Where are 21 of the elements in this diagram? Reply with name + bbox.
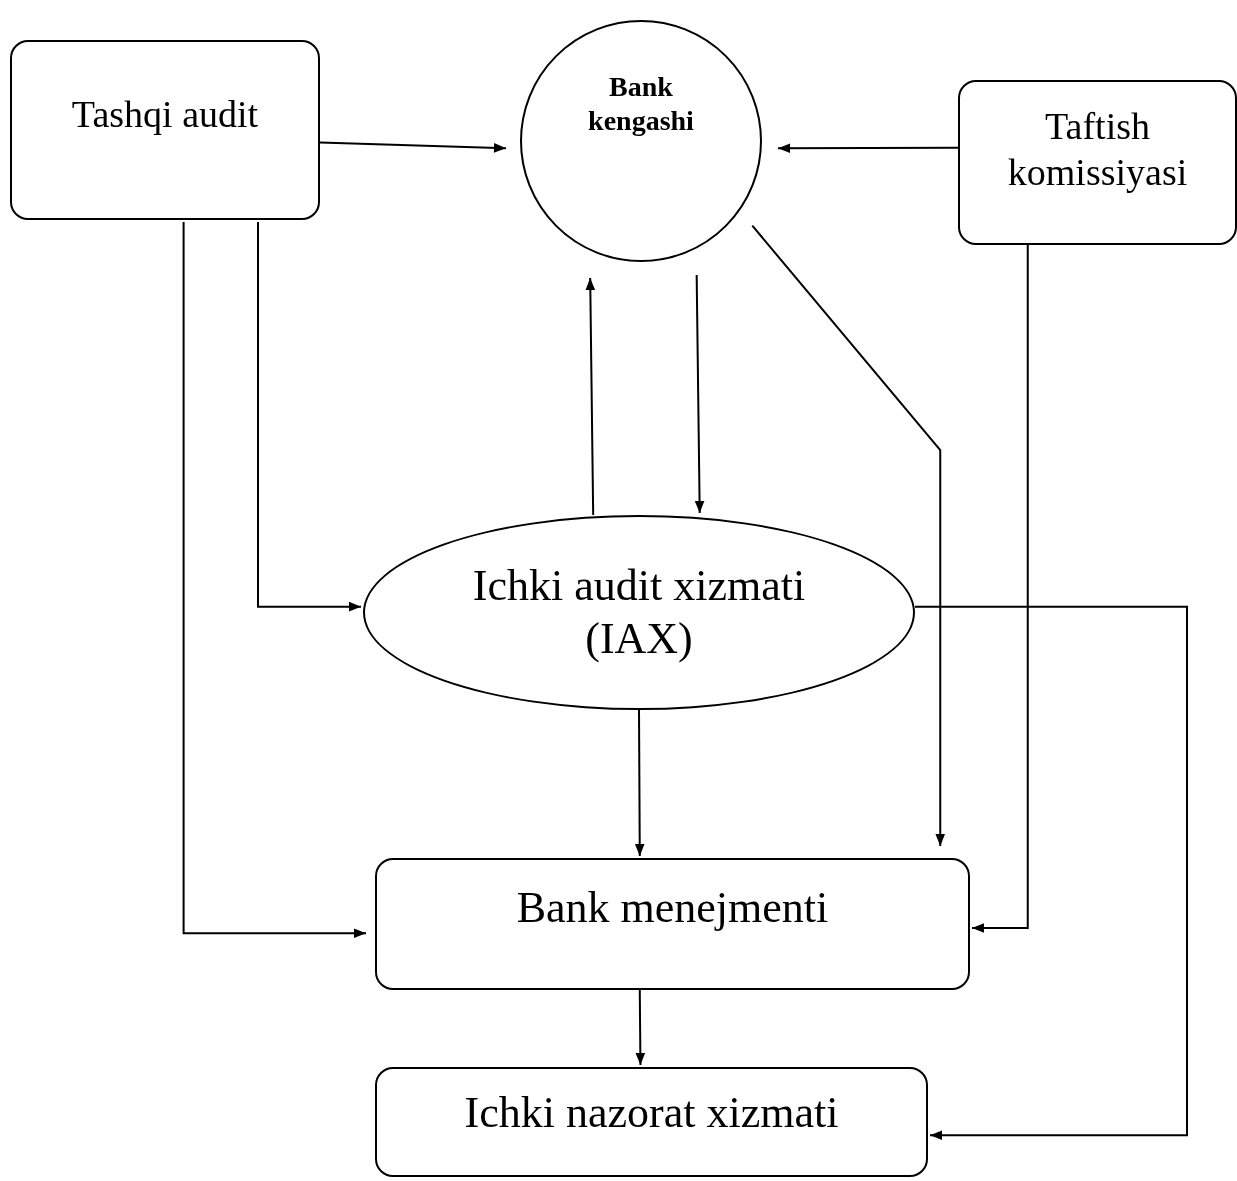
rounded-box [958, 80, 1237, 245]
arrow [319, 141, 507, 153]
rounded-box [375, 1067, 928, 1177]
node-label: Bank menejmenti [516, 882, 829, 934]
arrow [585, 277, 596, 516]
arrow [634, 709, 645, 857]
node-label: Tashqi audit [71, 92, 259, 137]
arrow [257, 221, 362, 612]
arrow [635, 989, 646, 1066]
node-label: Taftish komissiyasi [1006, 104, 1189, 195]
arrow [182, 221, 367, 939]
node-label: Bank kengashi [587, 70, 695, 138]
arrow [694, 274, 705, 514]
arrow [971, 244, 1029, 933]
rounded-box [10, 40, 320, 220]
node-label: Ichki audit xizmati (IAX) [471, 559, 807, 665]
node-label: Ichki nazorat xizmati [464, 1087, 839, 1139]
arrow [914, 605, 1188, 1140]
arrow [751, 224, 946, 847]
rounded-box [375, 858, 970, 990]
arrow [777, 143, 959, 153]
